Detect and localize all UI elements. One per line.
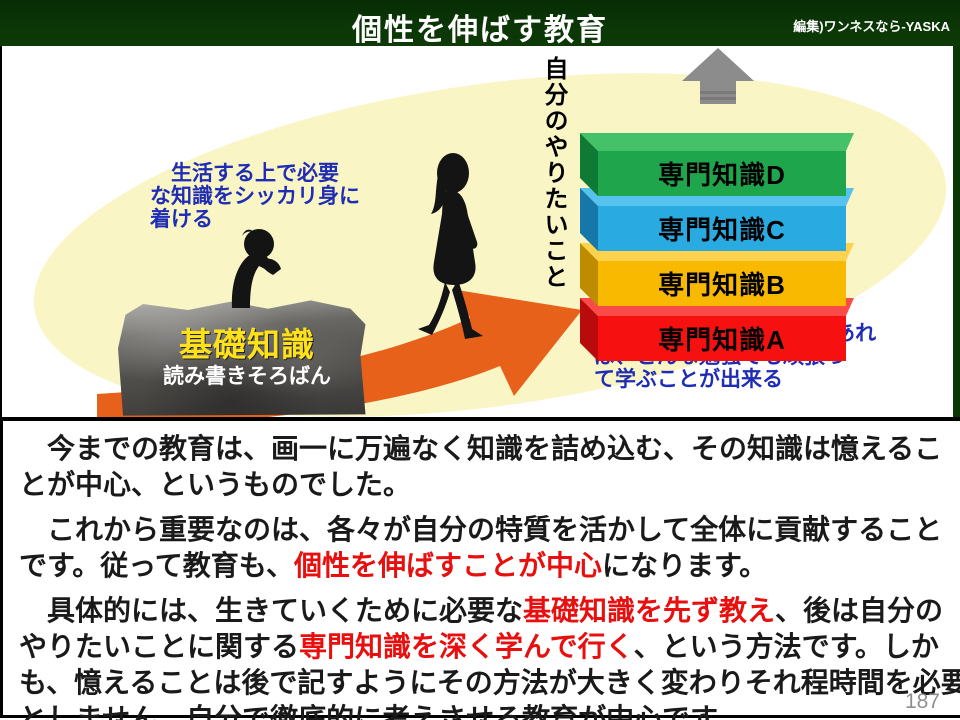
vertical-axis-label: 自分のやりたいこと bbox=[540, 56, 567, 290]
page-number: 187 bbox=[904, 690, 940, 713]
child-silhouette-icon bbox=[231, 229, 281, 308]
left-note-line: な知識をシッカリ身に bbox=[150, 184, 360, 208]
text-segment: 今までの教育は、画一に万遍なく知識を詰め込む、その知識は憶えることが中心、という… bbox=[19, 433, 943, 500]
left-note-line: 着ける bbox=[150, 207, 213, 231]
block-front-face: 専門知識A bbox=[598, 316, 846, 361]
credit-text: 編集)ワンネスなら-YASKA bbox=[793, 19, 950, 34]
block-senmon-c: 専門知識C bbox=[580, 188, 854, 251]
rock-title: 基礎知識 bbox=[179, 326, 315, 363]
text-segment: になります。 bbox=[601, 550, 768, 581]
block-label: 専門知識C bbox=[658, 215, 786, 245]
illustration-panel: 基礎知識 読み書きそろばん 生活する上で必要 な知識をシッカリ身に 着ける 自分… bbox=[0, 46, 956, 417]
left-note: 生活する上で必要 な知識をシッカリ身に 着ける bbox=[150, 162, 360, 231]
header-bar: 個性を伸ばす教育 編集)ワンネスなら-YASKA bbox=[0, 0, 960, 47]
block-side-face bbox=[580, 298, 598, 361]
block-label: 専門知識D bbox=[658, 160, 786, 190]
block-top-face bbox=[580, 133, 854, 151]
text-segment-red: 専門知識を深く学んで行く bbox=[299, 631, 634, 662]
text-segment-red: 個性を伸ばすことが中心 bbox=[293, 550, 602, 581]
block-side-face bbox=[580, 243, 598, 306]
right-edge-strip bbox=[953, 46, 960, 417]
text-segment: 、という方法です。しかも、憶えることは後で記すようにその方法が大きく変わりそれ程… bbox=[19, 631, 960, 720]
block-label: 専門知識B bbox=[658, 270, 786, 300]
block-front-face: 専門知識C bbox=[598, 206, 846, 251]
block-label: 専門知識A bbox=[658, 325, 786, 355]
right-note-line: て学ぶことが出来る bbox=[594, 367, 783, 391]
text-segment: 具体的には、生きていくために必要な bbox=[19, 595, 524, 626]
rock-base bbox=[118, 300, 366, 416]
block-senmon-b: 専門知識B bbox=[580, 243, 854, 306]
block-front-face: 専門知識D bbox=[598, 151, 846, 196]
block-side-face bbox=[580, 188, 598, 251]
paragraph-2: これから重要なのは、各々が自分の特質を活かして全体に貢献することです。従って教育… bbox=[19, 512, 960, 584]
page-title: 個性を伸ばす教育 bbox=[352, 14, 608, 47]
block-senmon-a: 専門知識A bbox=[580, 298, 854, 361]
text-segment: 、後は自分のやりたいことに関する bbox=[19, 595, 944, 662]
rock-subtitle: 読み書きそろばん bbox=[163, 365, 331, 388]
block-senmon-d: 専門知識D bbox=[580, 133, 854, 196]
body-text-panel: 今までの教育は、画一に万遍なく知識を詰め込む、その知識は憶えることが中心、という… bbox=[0, 417, 960, 720]
left-note-line: 生活する上で必要 bbox=[171, 161, 339, 185]
text-segment: これから重要なのは、各々が自分の特質を活かして全体に貢献することです。従って教育… bbox=[19, 514, 943, 581]
up-arrow-icon bbox=[682, 48, 754, 104]
text-segment-red: 基礎知識を先ず教え bbox=[523, 595, 776, 626]
paragraph-3: 具体的には、生きていくために必要な基礎知識を先ず教え、後は自分のやりたいことに関… bbox=[19, 593, 960, 720]
block-side-face bbox=[580, 133, 598, 196]
paragraph-1: 今までの教育は、画一に万遍なく知識を詰め込む、その知識は憶えることが中心、という… bbox=[19, 431, 960, 503]
walking-woman-silhouette-icon bbox=[418, 153, 483, 339]
block-front-face: 専門知識B bbox=[598, 261, 846, 306]
